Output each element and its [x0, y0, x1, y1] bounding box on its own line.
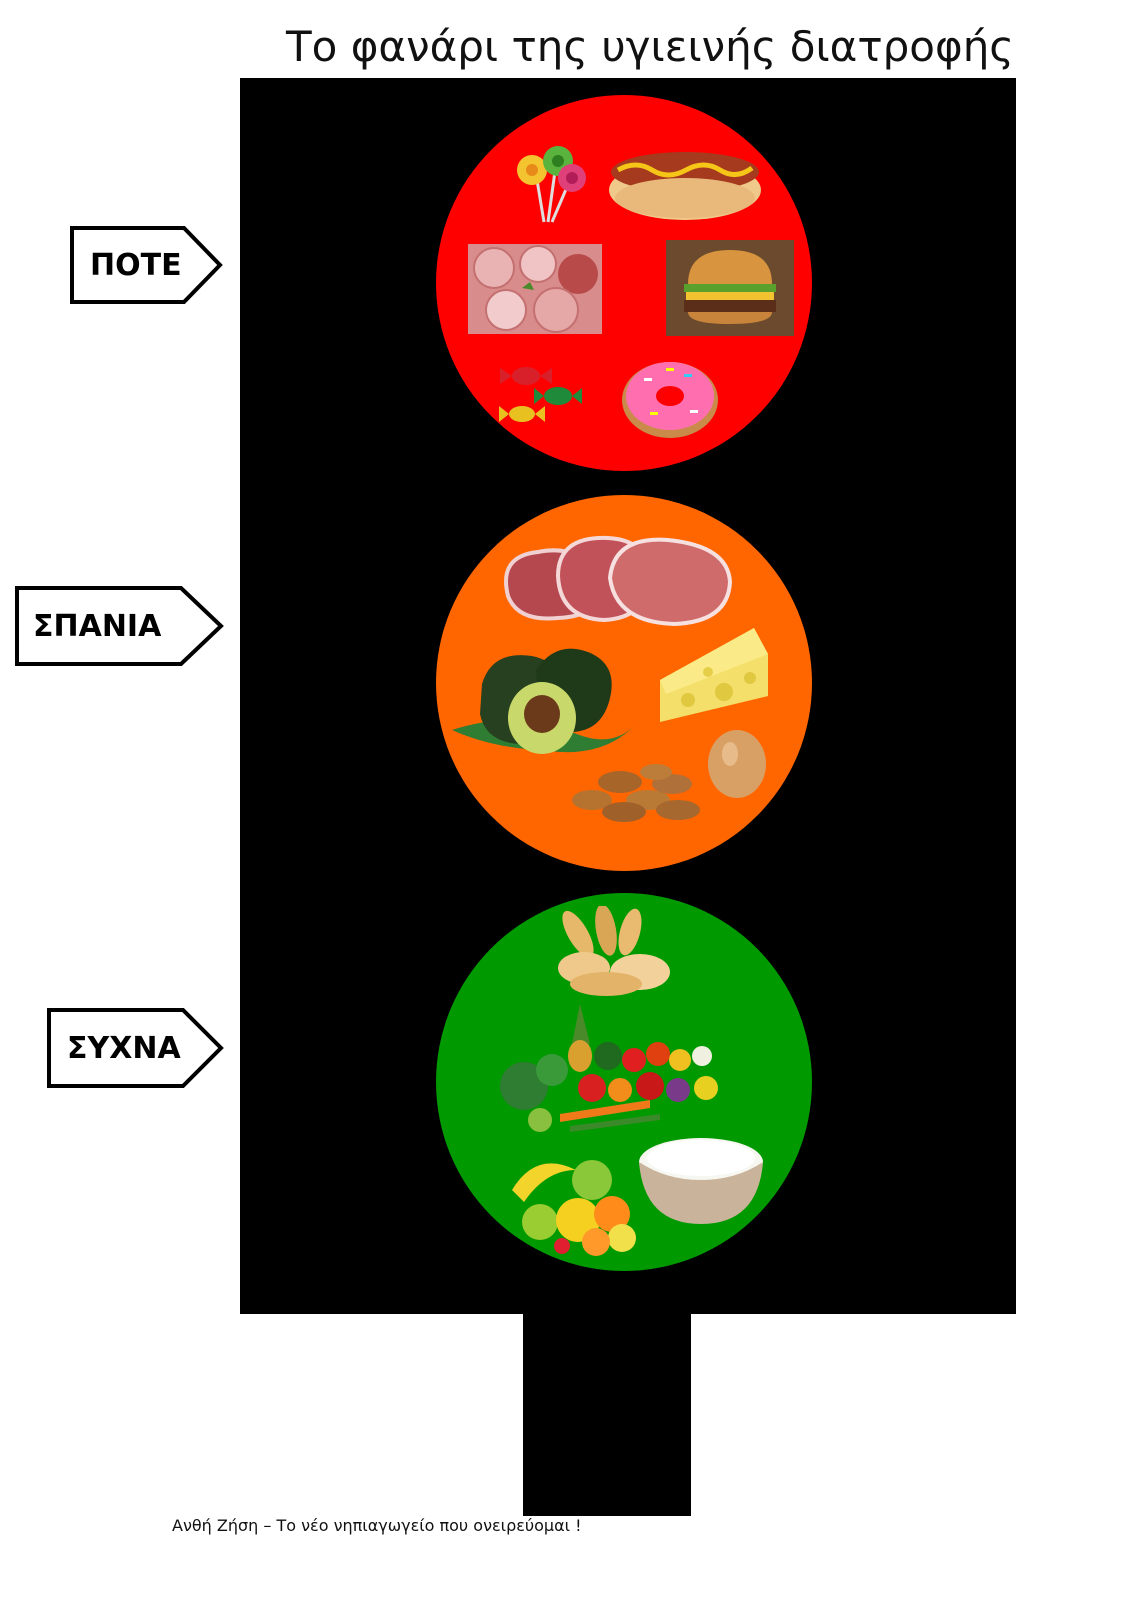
arrow-tag-icon	[15, 586, 224, 666]
egg-icon	[708, 730, 766, 798]
label-never-text: ΠΟΤΕ	[90, 247, 182, 283]
fruits-icon	[512, 1160, 636, 1256]
meat-icon	[504, 535, 733, 627]
cold-cuts-icon	[468, 244, 602, 334]
rice-bowl-icon	[639, 1138, 763, 1224]
donut-icon	[622, 362, 718, 438]
label-rarely: ΣΠΑΝΙΑ	[15, 586, 225, 666]
arrow-tag-icon	[70, 226, 223, 304]
label-often-text: ΣΥΧΝΑ	[67, 1030, 181, 1066]
lollipops-icon	[517, 146, 586, 223]
candies-icon	[499, 367, 582, 422]
page-title: Το φανάρι της υγιεινής διατροφής	[286, 22, 1014, 71]
avocado-icon	[452, 648, 636, 754]
vegetables-icon	[500, 1004, 718, 1132]
cheese-icon	[660, 628, 768, 722]
label-often: ΣΥΧΝΑ	[47, 1008, 225, 1088]
author-credit: Ανθή Ζήση – Το νέο νηπιαγωγείο που ονειρ…	[172, 1516, 582, 1535]
hot-dog-icon	[609, 152, 761, 220]
bread-icon	[558, 906, 670, 996]
traffic-light-pole	[523, 1312, 691, 1516]
arrow-tag-icon	[47, 1008, 224, 1088]
burger-icon	[666, 240, 794, 336]
almonds-icon	[572, 764, 700, 822]
label-never: ΠΟΤΕ	[70, 226, 224, 304]
label-rarely-text: ΣΠΑΝΙΑ	[33, 608, 162, 644]
